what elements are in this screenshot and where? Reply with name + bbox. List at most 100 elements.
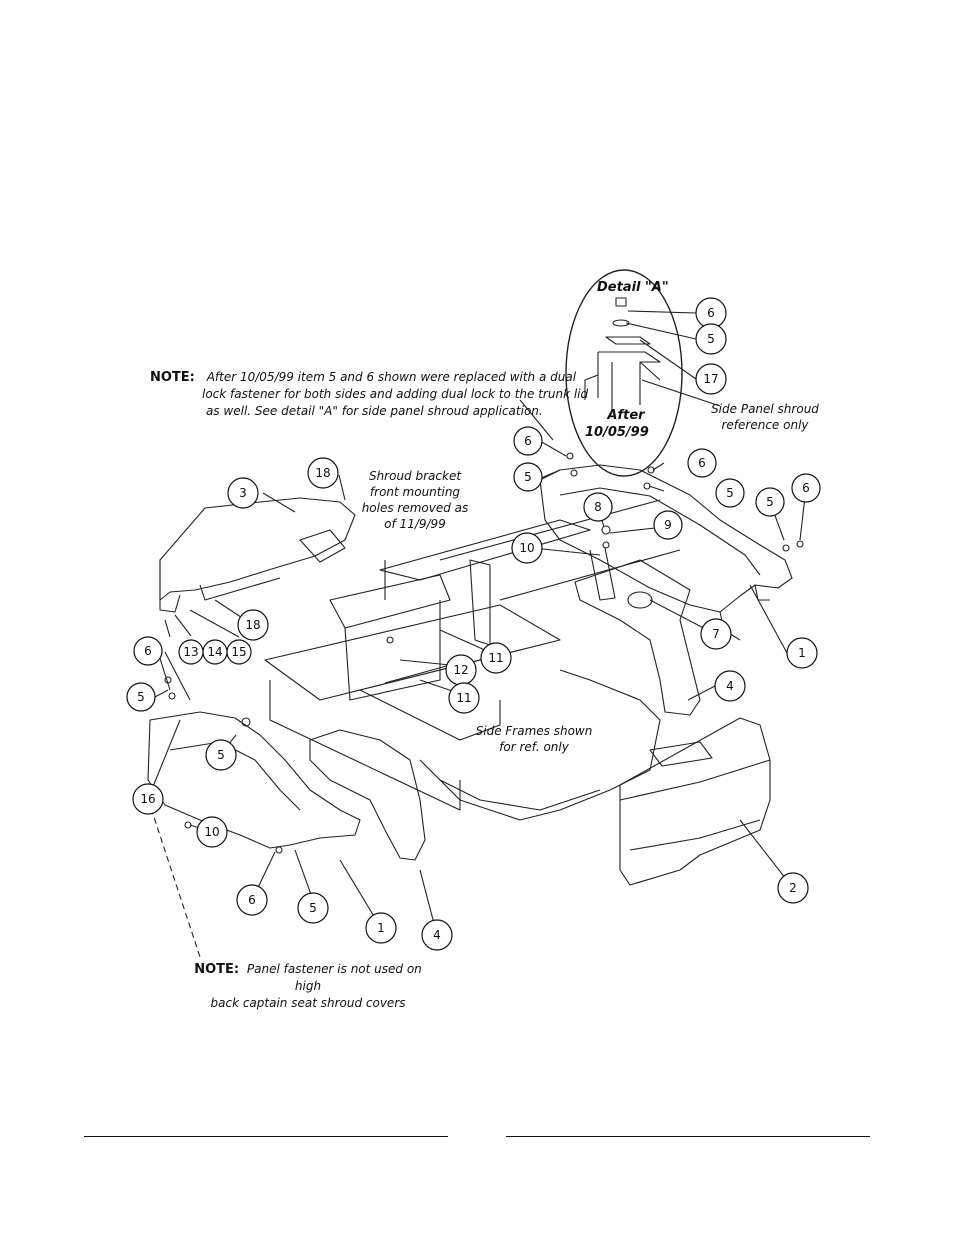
bottom-note-prefix: NOTE: — [194, 962, 240, 977]
callout-d17 — [695, 363, 727, 395]
side-panel-note: Side Panel shroud reference only — [700, 401, 830, 433]
callout-16 — [132, 783, 164, 815]
callout-text-6-bottom: 6 — [248, 893, 256, 907]
detail-washer — [612, 319, 630, 327]
shroud-hole — [627, 591, 653, 609]
bottom-note-line-1: Panel fastener is not used on high — [246, 962, 422, 993]
detail-dual-lock — [605, 336, 651, 345]
detail-shroud — [584, 351, 661, 410]
callout-text-2: 2 — [789, 881, 797, 895]
callout-text-5-left: 5 — [137, 690, 145, 704]
callout-8 — [583, 492, 613, 522]
callout-text-6-left: 6 — [144, 644, 152, 658]
callout-text-11-a: 11 — [488, 651, 503, 665]
callout-text-4-bottom: 4 — [433, 928, 441, 942]
shroud-bracket-note: Shroud bracket front mounting holes remo… — [360, 468, 470, 532]
callout-11-b — [448, 682, 480, 714]
top-note-line-3: as well. See detail "A" for side panel s… — [206, 404, 543, 418]
callout-text-7: 7 — [712, 627, 720, 641]
callout-text-d17: 17 — [703, 372, 718, 386]
rear-cover — [619, 717, 771, 886]
callout-6-left — [133, 636, 163, 666]
cover-latch — [299, 529, 346, 563]
callout-text-10: 10 — [519, 541, 534, 555]
frame-post — [469, 559, 491, 646]
top-note-line-1: After 10/05/99 item 5 and 6 shown were r… — [206, 370, 577, 384]
callout-text-10-left: 10 — [204, 825, 219, 839]
top-note-prefix: NOTE: — [150, 370, 195, 385]
side-panel-line-2: reference only — [721, 418, 809, 432]
left-side-shroud — [147, 711, 361, 849]
callout-text-9: 9 — [664, 518, 672, 532]
side-panel-line-1: Side Panel shroud — [711, 402, 819, 416]
callout-text-13: 13 — [183, 645, 198, 659]
callout-text-4-right: 4 — [726, 679, 734, 693]
callout-1-right — [786, 637, 818, 669]
callout-3 — [227, 477, 259, 509]
side-frames-line-1: Side Frames shown — [475, 724, 593, 738]
callout-text-5-bottom: 5 — [309, 901, 317, 915]
callout-b6 — [687, 448, 717, 478]
callout-text-a5: 5 — [524, 470, 532, 484]
callout-c5 — [755, 487, 785, 517]
rear-shroud-right — [574, 559, 701, 716]
callout-6-bottom — [236, 884, 268, 916]
callout-c6 — [791, 473, 821, 503]
callout-text-1-right: 1 — [798, 646, 806, 660]
callout-a5 — [513, 462, 543, 492]
frame-rail-front — [264, 604, 561, 701]
footer-rule-left — [84, 1136, 448, 1137]
shroud-bracket — [329, 574, 451, 629]
callout-text-a6: 6 — [524, 434, 532, 448]
callout-5-mid — [205, 739, 237, 771]
shroud-line-4: of 11/9/99 — [384, 517, 446, 531]
detail-after-date: 10/05/99 — [585, 425, 649, 440]
side-frames-line-2: for ref. only — [499, 740, 569, 754]
detail-screw — [615, 297, 627, 307]
callout-10-left — [196, 816, 228, 848]
callout-text-15: 15 — [231, 645, 246, 659]
callout-text-14: 14 — [207, 645, 222, 659]
callout-b5 — [715, 478, 745, 508]
footer-rule-right — [506, 1136, 870, 1137]
side-frames-note: Side Frames shown for ref. only — [474, 723, 594, 755]
callout-2 — [777, 872, 809, 904]
callout-18-top — [307, 457, 339, 489]
callout-text-d6: 6 — [707, 306, 715, 320]
callout-15 — [226, 639, 252, 665]
callout-7 — [700, 618, 732, 650]
callout-text-5-mid: 5 — [217, 748, 225, 762]
callout-d5 — [695, 323, 727, 355]
callout-4-right — [714, 670, 746, 702]
callout-4-bottom — [421, 919, 453, 951]
callout-10 — [511, 532, 543, 564]
rear-shroud-left — [309, 729, 426, 861]
callout-text-3: 3 — [239, 486, 247, 500]
callout-text-11-b: 11 — [456, 691, 471, 705]
detail-a-ellipse — [565, 269, 683, 477]
bottom-note-line-2: back captain seat shroud covers — [210, 996, 406, 1010]
callout-text-c6: 6 — [802, 481, 810, 495]
top-note-line-2: lock fastener for both sides and adding … — [202, 387, 589, 401]
shroud-cover-top — [159, 497, 356, 601]
callout-1-bottom — [365, 912, 397, 944]
callout-text-b5: 5 — [726, 486, 734, 500]
callout-18 — [237, 609, 269, 641]
callout-text-1-bottom: 1 — [377, 921, 385, 935]
callout-5-bottom — [297, 892, 329, 924]
shroud-line-2: front mounting — [369, 485, 461, 499]
callout-11-a — [480, 642, 512, 674]
shroud-line-1: Shroud bracket — [368, 469, 462, 483]
top-note: NOTE: After 10/05/99 item 5 and 6 shown … — [150, 369, 588, 420]
callout-9 — [653, 510, 683, 540]
frame-rail-top — [379, 519, 591, 581]
bottom-note: NOTE: Panel fastener is not used on high… — [188, 961, 428, 1012]
callout-a6 — [513, 426, 543, 456]
callout-text-8: 8 — [594, 500, 602, 514]
callout-text-18-top: 18 — [315, 466, 330, 480]
right-side-shroud — [539, 464, 793, 613]
callout-text-c5: 5 — [766, 495, 774, 509]
rear-cover-latch — [649, 741, 713, 767]
